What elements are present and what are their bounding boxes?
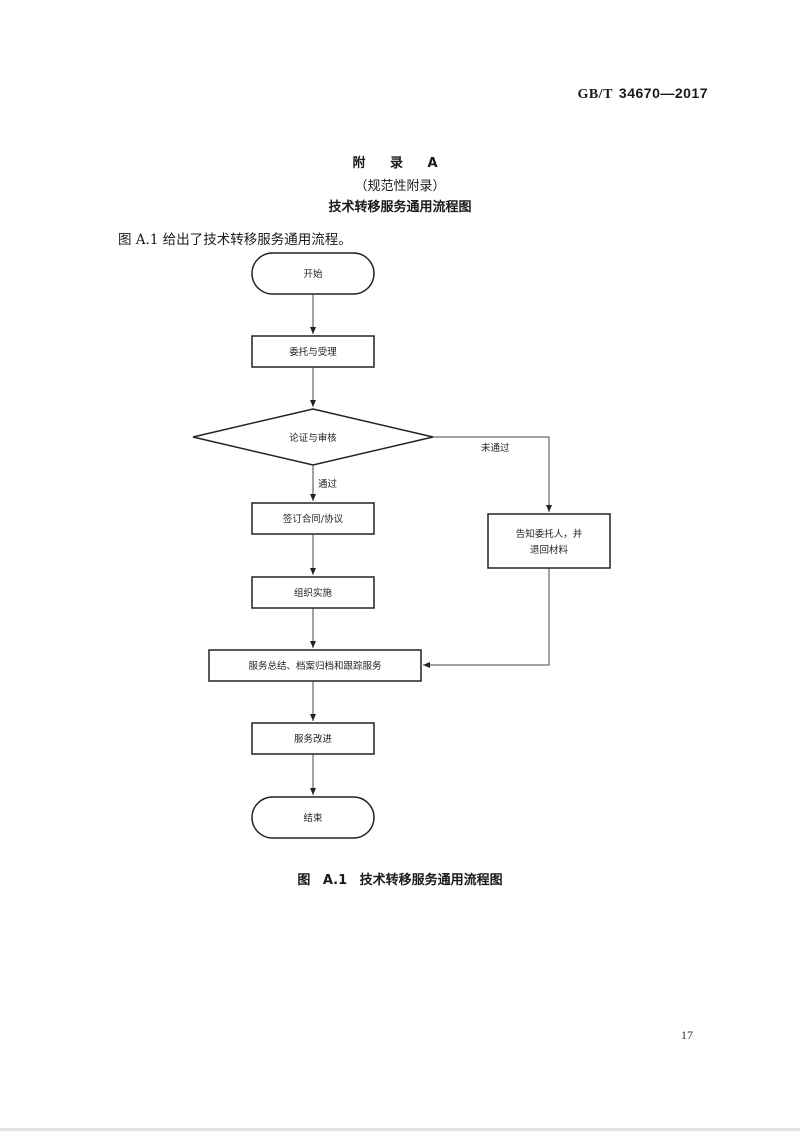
appendix-type: （规范性附录） <box>354 179 446 194</box>
improve-label: 服务改进 <box>294 733 333 745</box>
implement-label: 组织实施 <box>294 587 333 599</box>
edge-review-notify <box>433 436 552 512</box>
summary-archive-node: 服务总结、档案归档和跟踪服务 <box>208 649 422 682</box>
standard-number: 34670—2017 <box>618 85 708 101</box>
edge-notify-summary <box>423 568 550 668</box>
start-label: 开始 <box>303 268 323 280</box>
sign-contract-node: 签订合同/协议 <box>251 502 375 535</box>
start-node: 开始 <box>251 252 375 295</box>
standard-code: GB/T 34670—2017 <box>577 85 708 103</box>
end-label: 结束 <box>303 812 323 824</box>
summary-archive-label: 服务总结、档案归档和跟踪服务 <box>248 660 382 672</box>
edge-label-pass: 通过 <box>318 478 338 490</box>
appendix-title: 附 录 A <box>352 156 448 171</box>
edge-label-fail: 未通过 <box>481 442 510 454</box>
sign-contract-label: 签订合同/协议 <box>283 513 344 525</box>
notify-label-line2: 退回材料 <box>530 544 569 556</box>
notify-client-node: 告知委托人，并 退回材料 <box>487 513 611 569</box>
figure-caption: 图 A.1 技术转移服务通用流程图 <box>297 873 503 888</box>
review-decision-node: 论证与审核 <box>192 408 434 466</box>
page-number: 17 <box>681 1028 693 1042</box>
page-bottom-edge <box>0 1128 800 1131</box>
appendix-subtitle: 技术转移服务通用流程图 <box>328 200 472 215</box>
intro-paragraph: 图 A.1 给出了技术转移服务通用流程。 <box>118 232 352 248</box>
standard-prefix: GB/T <box>577 87 613 102</box>
end-node: 结束 <box>251 796 375 839</box>
entrust-label: 委托与受理 <box>289 346 337 358</box>
entrust-node: 委托与受理 <box>251 335 375 368</box>
improve-node: 服务改进 <box>251 722 375 755</box>
review-label: 论证与审核 <box>289 432 337 444</box>
notify-label-line1: 告知委托人，并 <box>516 528 583 540</box>
implement-node: 组织实施 <box>251 576 375 609</box>
